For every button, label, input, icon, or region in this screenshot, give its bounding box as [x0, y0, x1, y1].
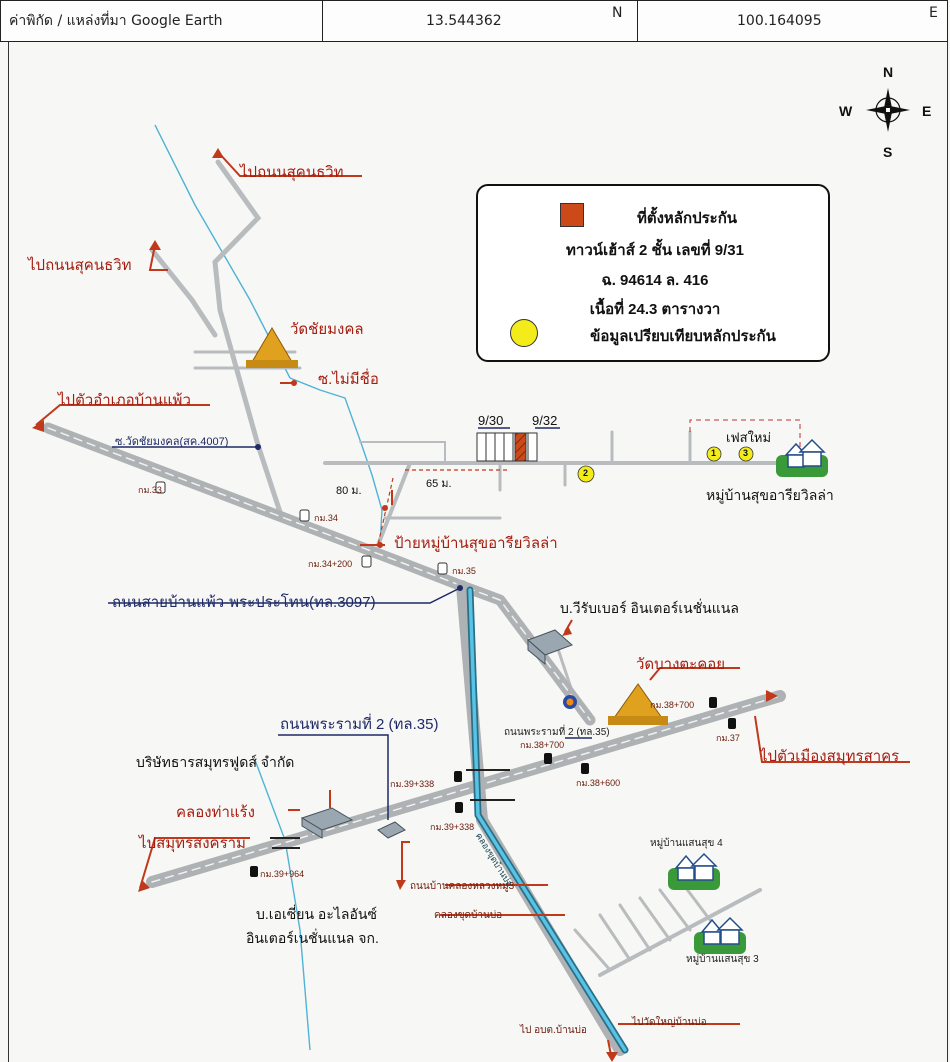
label-km-37: กม.37	[716, 733, 740, 743]
label-km-35: กม.35	[452, 566, 476, 576]
label-rama2-road: ถนนพระรามที่ 2 (ทล.35)	[504, 727, 610, 738]
compass-e: E	[922, 103, 931, 119]
longitude-direction: E	[929, 5, 938, 21]
leader-lines	[35, 151, 910, 1061]
legend-collateral-label: ที่ตั้งหลักประกัน	[636, 210, 738, 227]
blue-leaders	[108, 427, 592, 820]
label-village-sukho: หมู่บ้านสุขอารียวิลล่า	[706, 487, 834, 503]
header-divider	[637, 1, 638, 42]
label-village-saensuk4: หมู่บ้านแสนสุข 4	[650, 838, 723, 849]
red-dot	[291, 380, 297, 386]
longitude-value: 100.164095	[737, 13, 822, 29]
label-plot-930: 9/30	[478, 413, 504, 428]
label-km-39-338b: กม.39+338	[430, 822, 475, 832]
blue-dot	[255, 444, 261, 450]
header-divider	[322, 1, 323, 42]
townhouse-row	[476, 432, 538, 462]
km-post-icon	[155, 481, 448, 575]
label-to-wat-yai-ban-bo: ไปวัดใหญ่บ้านบ่อ	[632, 1017, 707, 1028]
km-post-icon	[250, 697, 736, 877]
label-soi-wat-chai-mongkhon: ซ.วัดชัยมงคล(สค.4007)	[115, 436, 229, 448]
coordinates-header: ค่าพิกัด / แหล่งที่มา Google Earth 13.54…	[0, 0, 948, 42]
village-house-icon	[694, 916, 746, 954]
temple-icon	[608, 683, 668, 725]
red-dot	[377, 542, 383, 548]
label-company-virubber: บ.วีรับเบอร์ อินเตอร์เนชั่นแนล	[560, 600, 739, 616]
label-wat-bang-takhoi: วัดบางตะคอย	[636, 656, 726, 673]
collateral-plot	[514, 432, 527, 462]
label-wat-chai-mongkhon: วัดชัยมงคล	[290, 321, 364, 338]
village-house-icon	[776, 438, 828, 477]
latitude-value: 13.544362	[426, 13, 502, 29]
comparable-marker-2[interactable]	[577, 465, 595, 483]
compass-s: S	[883, 144, 892, 160]
label-khlong-tha-raeng: คลองท่าแร้ง	[176, 804, 255, 821]
comparable-marker-3[interactable]	[738, 446, 754, 462]
collateral-swatch	[560, 203, 584, 227]
legend-area: เนื้อที่ 24.3 ตารางวา	[589, 301, 721, 318]
compass-n: N	[883, 64, 893, 80]
gas-station-icon	[563, 695, 577, 709]
label-highway-3097: ถนนสายบ้านแพ้ว-พระประโทน(ทล.3097)	[112, 594, 376, 611]
source-label: ค่าพิกัด / แหล่งที่มา Google Earth	[9, 13, 223, 29]
label-km-38-700a: กม.38+700	[650, 700, 695, 710]
comparable-swatch	[510, 319, 538, 347]
minor-roads	[149, 159, 797, 977]
blue-dot	[457, 585, 463, 591]
label-dist-65: 65 ม.	[426, 478, 452, 490]
label-km-34-200: กม.34+200	[308, 559, 353, 569]
label-to-sukhumvit-2: ไปถนนสุคนธวิท	[28, 257, 132, 274]
marker-3-number: 3	[743, 448, 749, 458]
label-to-samut-sakhon: ไปตัวเมืองสมุทรสาคร	[760, 748, 900, 765]
village-house-icon	[668, 852, 720, 890]
label-to-ban-phaeo: ไปตัวอำเภอบ้านแพ้ว	[58, 392, 191, 409]
main-roads	[42, 422, 786, 1056]
label-company-tharasamut: บริษัทธารสมุทรฟูดส์ จำกัด	[136, 754, 295, 770]
label-km-34: กม.34	[314, 513, 338, 523]
main-canal	[466, 586, 629, 1054]
label-khlong-khut-ban-bo: คลองขุดบ้านบ่อ	[434, 910, 503, 921]
factory-icon	[300, 629, 573, 839]
label-km-33: กม.33	[138, 485, 162, 495]
label-rama2: ถนนพระรามที่ 2 (ทล.35)	[280, 716, 439, 733]
red-dot	[382, 505, 388, 511]
bridge-icon	[270, 769, 515, 849]
arrow-heads	[32, 148, 778, 1062]
comparable-marker-1[interactable]	[706, 446, 722, 462]
label-company-asian-1: บ.เอเซี่ยน อะไลอันซ์	[256, 906, 377, 922]
marker-2-number: 2	[583, 468, 589, 478]
label-to-sukhumvit-1: ไปถนนสุคนธวิท	[240, 164, 344, 181]
new-phase-boundary	[689, 419, 801, 463]
label-km-38-700b: กม.38+700	[520, 740, 565, 750]
latitude-direction: N	[612, 5, 623, 21]
compass-icon	[866, 88, 910, 132]
compass-w: W	[839, 103, 853, 119]
map-legend: ที่ตั้งหลักประกัน ทาวน์เฮ้าส์ 2 ชั้น เลข…	[476, 184, 830, 362]
label-km-39-338a: กม.39+338	[390, 779, 435, 789]
marker-1-number: 1	[711, 448, 717, 458]
label-to-samut-songkhram: ไปสมุทรสงคราม	[139, 835, 246, 852]
label-plot-932: 9/32	[532, 413, 558, 428]
label-km-38-600: กม.38+600	[576, 778, 621, 788]
label-soi-no-name: ซ.ไม่มีชื่อ	[318, 371, 379, 388]
legend-title-deed: ฉ. 94614 ล. 416	[601, 272, 709, 289]
temple-icon	[246, 327, 298, 368]
legend-comparable-label: ข้อมูลเปรียบเทียบหลักประกัน	[590, 328, 776, 345]
label-road-ban-khlong-luang: ถนนบ้านคลองหลวงหมู่3	[410, 881, 515, 892]
compass-labels: N S E W	[839, 64, 931, 160]
distance-lines	[377, 469, 510, 546]
label-km-39-964: กม.39+964	[260, 869, 305, 879]
label-village-sign: ป้ายหมู่บ้านสุขอารียวิลล่า	[394, 535, 558, 552]
label-village-saensuk3: หมู่บ้านแสนสุข 3	[686, 954, 759, 965]
legend-property: ทาวน์เฮ้าส์ 2 ชั้น เลขที่ 9/31	[566, 242, 744, 259]
label-company-asian-2: อินเตอร์เนชั่นแนล จก.	[246, 930, 379, 946]
label-new-phase: เฟสใหม่	[726, 430, 772, 445]
label-to-sao-ban-bo: ไป อบต.บ้านบ่อ	[520, 1025, 587, 1036]
map-frame	[8, 42, 948, 1062]
label-dist-80: 80 ม.	[336, 485, 362, 497]
